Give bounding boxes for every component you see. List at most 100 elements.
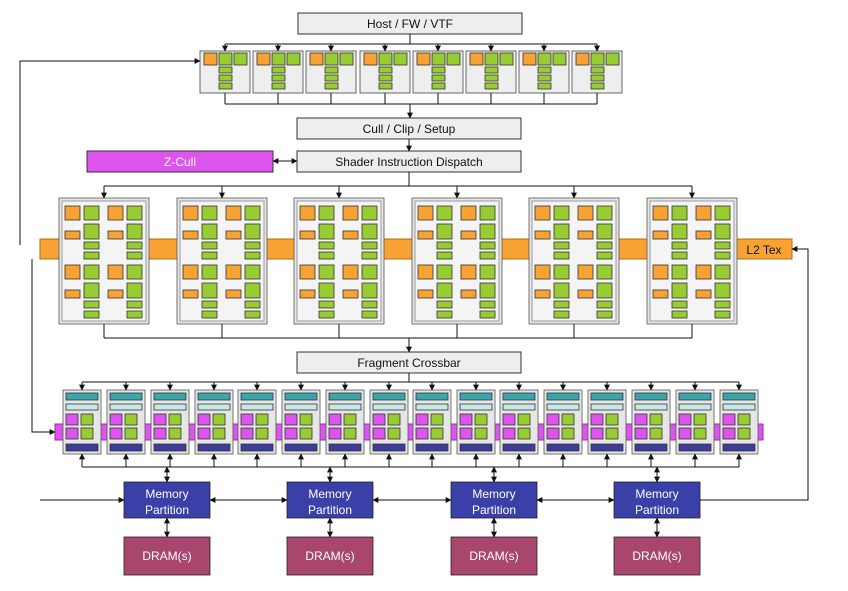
rop-green [430, 427, 444, 440]
fragment-green-lg [126, 205, 143, 221]
fragment-green-sm [479, 300, 496, 309]
fragment-orange-sm [182, 289, 199, 299]
rop-green [605, 427, 619, 440]
rop-magenta [153, 427, 167, 440]
rop-magenta [415, 413, 429, 426]
fragment-orange-sm [225, 230, 242, 240]
vertex-unit-orange [469, 52, 484, 66]
rop-navy-bar [415, 443, 449, 452]
rop-magenta [284, 413, 298, 426]
fragment-green-md [671, 282, 688, 299]
rop-magenta [328, 427, 342, 440]
rop-unit [543, 389, 583, 455]
fragment-orange-lg [460, 264, 477, 280]
vertex-unit-orange [203, 52, 218, 66]
fragment-green-lg [553, 264, 570, 280]
fragment-green-sm [361, 300, 378, 309]
rop-magenta [590, 413, 604, 426]
rop-light-bar [65, 403, 99, 411]
rop-unit [369, 389, 409, 455]
vertex-unit-green-small [590, 74, 605, 82]
rop-green [649, 413, 663, 426]
rop-green [80, 427, 94, 440]
vertex-unit-green [393, 52, 408, 66]
rop-magenta [634, 427, 648, 440]
vertex-unit-green [271, 52, 286, 66]
fragment-orange-sm [460, 289, 477, 299]
rop-green [343, 427, 357, 440]
rop-light-bar [590, 403, 624, 411]
vertex-unit-green-small [431, 74, 446, 82]
fragment-green-sm [361, 251, 378, 260]
fragment-green-md [479, 223, 496, 240]
rop-teal-bar [109, 392, 143, 401]
rop-green [124, 413, 138, 426]
rop-light-bar [372, 403, 406, 411]
dispatch-label: Shader Instruction Dispatch [335, 155, 482, 169]
rop-navy-bar [372, 443, 406, 452]
dram-label: DRAM(s) [142, 549, 191, 563]
rop-teal-bar [722, 392, 756, 401]
fragment-orange-sm [577, 230, 594, 240]
fragment-green-sm [714, 241, 731, 250]
rop-navy-bar [546, 443, 580, 452]
vertex-shader-unit [305, 50, 357, 94]
rop-green [517, 427, 531, 440]
vertex-unit-green [552, 52, 567, 66]
fragment-orange-sm [107, 230, 124, 240]
rop-magenta [109, 413, 123, 426]
fragment-green-sm [126, 310, 143, 319]
fragment-green-lg [553, 205, 570, 221]
rop-teal-bar [284, 392, 318, 401]
vertex-unit-green-small [484, 74, 499, 82]
fragment-orange-lg [299, 264, 316, 280]
rop-green [693, 427, 707, 440]
vertex-unit-green [499, 52, 514, 66]
rop-magenta [722, 413, 736, 426]
vertex-unit-orange [416, 52, 431, 66]
fragment-green-lg [318, 205, 335, 221]
rop-magenta [678, 413, 692, 426]
fragment-green-sm [126, 300, 143, 309]
vertex-unit-green [537, 52, 552, 66]
fragment-green-lg [83, 264, 100, 280]
dram-label: DRAM(s) [469, 549, 518, 563]
fragment-green-lg [596, 264, 613, 280]
l2-to-rop-line [31, 259, 56, 435]
vertex-unit-green [590, 52, 605, 66]
rop-light-bar [634, 403, 668, 411]
fragment-orange-lg [577, 264, 594, 280]
memory-partition-box [613, 481, 701, 519]
rop-magenta [328, 413, 342, 426]
fragment-orange-lg [299, 205, 316, 221]
vertex-unit-green [339, 52, 354, 66]
memory-label-line2: Partition [145, 503, 189, 517]
fragment-green-md [83, 223, 100, 240]
vertex-unit-green-small [378, 82, 393, 90]
rop-magenta [590, 427, 604, 440]
rop-green [737, 427, 751, 440]
rop-unit [62, 389, 102, 455]
fragment-green-lg [318, 264, 335, 280]
vertex-shader-row [199, 50, 623, 94]
vertex-unit-green-small [271, 82, 286, 90]
rop-teal-bar [415, 392, 449, 401]
vertex-unit-green-small [431, 82, 446, 90]
rop-light-bar [328, 403, 362, 411]
vertex-unit-green-small [537, 74, 552, 82]
fragment-green-sm [318, 241, 335, 250]
rop-green [474, 413, 488, 426]
rop-navy-bar [722, 443, 756, 452]
fragment-green-lg [83, 205, 100, 221]
vertex-unit-orange [309, 52, 324, 66]
dram-label: DRAM(s) [305, 549, 354, 563]
fragment-green-sm [83, 300, 100, 309]
fragment-orange-lg [534, 264, 551, 280]
fragment-orange-lg [107, 205, 124, 221]
rop-unit [281, 389, 321, 455]
vertex-unit-green-small [324, 74, 339, 82]
rop-green [561, 413, 575, 426]
rop-green [605, 413, 619, 426]
fragment-orange-sm [652, 289, 669, 299]
